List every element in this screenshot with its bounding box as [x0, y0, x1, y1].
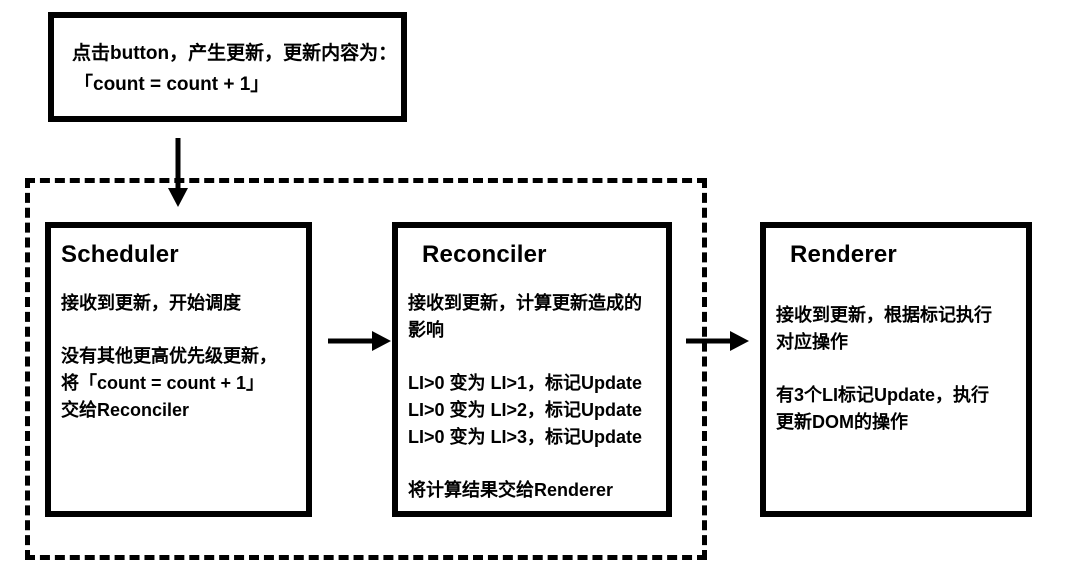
reconciler-paragraph-1: 接收到更新，计算更新造成的 影响 [408, 290, 658, 344]
renderer-title: Renderer [790, 241, 897, 268]
trigger-box: 点击button，产生更新，更新内容为： 「count = count + 1」 [48, 12, 407, 122]
trigger-line-1: 点击button，产生更新，更新内容为： [72, 43, 398, 64]
reconciler-update-item: LI>0 变为 LI>3，标记Update [408, 427, 643, 447]
reconciler-p1-line2: 影响 [408, 320, 444, 340]
renderer-box: Renderer 接收到更新，根据标记执行 对应操作 有3个LI标记Update… [760, 222, 1032, 517]
reconciler-p1-line1: 接收到更新，计算更新造成的 [408, 293, 642, 313]
scheduler-paragraph-2: 没有其他更高优先级更新， 将「count = count + 1」 交给Reco… [61, 343, 298, 424]
scheduler-p2-line1: 没有其他更高优先级更新， [61, 346, 277, 366]
renderer-paragraph-1: 接收到更新，根据标记执行 对应操作 [776, 302, 1018, 356]
scheduler-p2-line3: 交给Reconciler [61, 400, 190, 420]
scheduler-p1-line1: 接收到更新，开始调度 [61, 293, 241, 313]
reconciler-paragraph-3: 将计算结果交给Renderer [408, 477, 658, 504]
renderer-p1-line1: 接收到更新，根据标记执行 [776, 305, 992, 325]
scheduler-title: Scheduler [61, 241, 179, 268]
scheduler-box: Scheduler 接收到更新，开始调度 没有其他更高优先级更新， 将「coun… [45, 222, 312, 517]
reconciler-box: Reconciler 接收到更新，计算更新造成的 影响 LI>0 变为 LI>1… [392, 222, 672, 517]
reconciler-update-item: LI>0 变为 LI>1，标记Update [408, 373, 643, 393]
renderer-p2-line1: 有3个LI标记Update，执行 [776, 385, 990, 405]
reconciler-update-item: LI>0 变为 LI>2，标记Update [408, 400, 643, 420]
scheduler-paragraph-1: 接收到更新，开始调度 [61, 290, 298, 317]
trigger-line-2: 「count = count + 1」 [74, 74, 270, 95]
scheduler-p2-line2: 将「count = count + 1」 [61, 373, 265, 393]
dashed-group-border [25, 178, 707, 560]
reconciler-p3-line1: 将计算结果交给Renderer [408, 480, 614, 500]
renderer-p1-line2: 对应操作 [776, 332, 848, 352]
renderer-p2-line2: 更新DOM的操作 [776, 412, 908, 432]
reconciler-title: Reconciler [422, 241, 547, 268]
renderer-paragraph-2: 有3个LI标记Update，执行 更新DOM的操作 [776, 382, 1018, 436]
reconciler-update-list: LI>0 变为 LI>1，标记Update LI>0 变为 LI>2，标记Upd… [408, 370, 658, 451]
